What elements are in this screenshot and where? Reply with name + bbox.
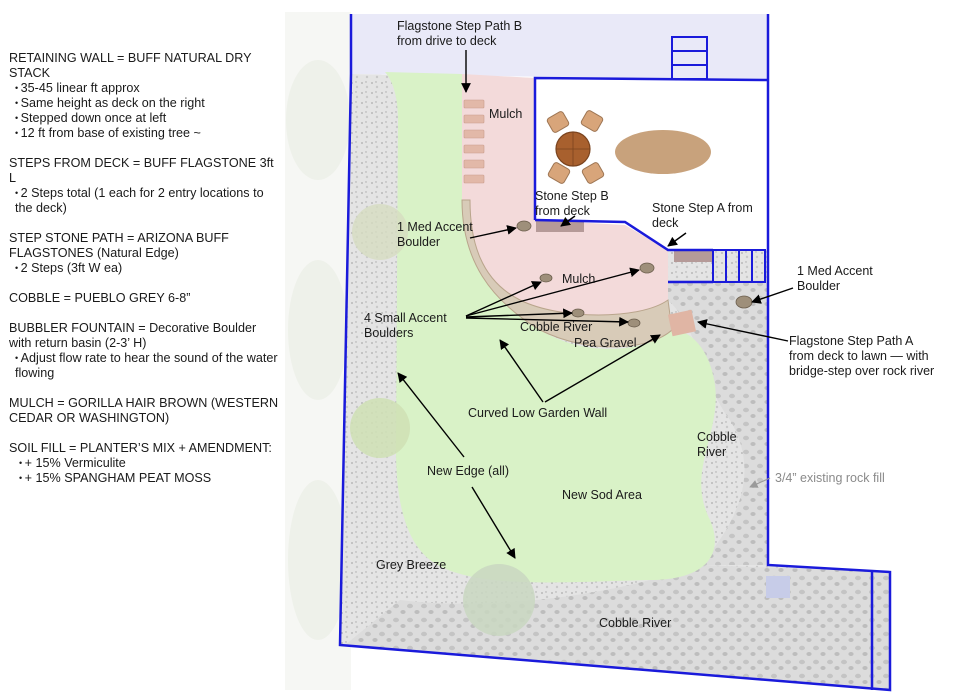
note-item: 12 ft from base of existing tree ~ (9, 126, 281, 141)
note-item: + 15% Vermiculite (9, 456, 281, 471)
label-stone-b-2: from deck (535, 204, 591, 218)
arrow-stone-b (560, 215, 576, 227)
mulch-area (462, 74, 668, 315)
materials-notes: RETAINING WALL = BUFF NATURAL DRY STACK3… (9, 51, 281, 501)
note-block: STEP STONE PATH = ARIZONA BUFF FLAGSTONE… (9, 231, 281, 276)
label-pea-gravel: Pea Gravel (574, 336, 637, 350)
note-title: BUBBLER FOUNTAIN = Decorative Boulder wi… (9, 321, 257, 350)
label-garden-wall: Curved Low Garden Wall (468, 406, 607, 420)
flagstone-path-a (667, 309, 697, 337)
note-title: MULCH = GORILLA HAIR BROWN (WESTERN CEDA… (9, 396, 279, 425)
label-mulch-mid: Mulch (562, 272, 595, 286)
deck-edge (534, 218, 713, 252)
stone-step-a (674, 250, 712, 262)
label-med-boulder-right-2: Boulder (797, 279, 840, 293)
note-item: Stepped down once at left (9, 111, 281, 126)
plan-labels: Flagstone Step Path B from drive to deck… (364, 19, 934, 630)
patio-table-set (546, 110, 605, 184)
cobble-river-right (668, 280, 768, 565)
note-item: Same height as deck on the right (9, 96, 281, 111)
cobble-river-bottom (345, 565, 890, 690)
label-path-a-1: Flagstone Step Path A (789, 334, 914, 348)
small-blue-marker (766, 576, 790, 598)
label-med-boulder-right-1: 1 Med Accent (797, 264, 873, 278)
note-title: COBBLE = PUEBLO GREY 6-8” (9, 291, 191, 305)
arrow-wall-left (499, 339, 544, 403)
note-block: COBBLE = PUEBLO GREY 6-8” (9, 291, 281, 306)
oval-table (615, 130, 711, 174)
arrow-small-boulder-3 (465, 316, 629, 327)
background-trees (285, 12, 351, 690)
label-path-b-1: Flagstone Step Path B (397, 19, 522, 33)
deck-stairs-right (712, 249, 766, 283)
arrow-small-boulder-1 (465, 281, 542, 317)
note-title: STEPS FROM DECK = BUFF FLAGSTONE 3ft L (9, 156, 274, 185)
label-cobble-river-bottom: Cobble River (599, 616, 671, 630)
note-item: 2 Steps total (1 each for 2 entry locati… (9, 186, 281, 216)
note-title: STEP STONE PATH = ARIZONA BUFF FLAGSTONE… (9, 231, 229, 260)
note-item: 2 Steps (3ft W ea) (9, 261, 281, 276)
arrow-rock-fill (749, 477, 771, 488)
note-item: 35-45 linear ft approx (9, 81, 281, 96)
note-block: STEPS FROM DECK = BUFF FLAGSTONE 3ft L2 … (9, 156, 281, 216)
arrow-small-boulder-4 (465, 267, 640, 317)
label-cobble-river-right-1: Cobble (697, 430, 737, 444)
note-item: Adjust flow rate to hear the sound of th… (9, 351, 281, 381)
note-block: RETAINING WALL = BUFF NATURAL DRY STACK3… (9, 51, 281, 141)
stone-step-b (536, 220, 584, 232)
arrow-path-a (697, 319, 789, 342)
label-small-boulders-1: 4 Small Accent (364, 311, 447, 325)
shrubs (350, 204, 535, 636)
label-cobble-river-top: Cobble River (520, 320, 592, 334)
label-rock-fill: 3/4” existing rock fill (775, 471, 885, 485)
arrow-small-boulder-2 (465, 308, 573, 319)
property-line (338, 14, 892, 692)
arrow-stone-a (667, 232, 687, 247)
label-path-a-2: from deck to lawn — with (789, 349, 929, 363)
note-title: RETAINING WALL = BUFF NATURAL DRY STACK (9, 51, 252, 80)
callout-arrows (397, 50, 794, 559)
label-stone-b-1: Stone Step B (535, 189, 609, 203)
label-new-sod: New Sod Area (562, 488, 642, 502)
flagstone-path-b (463, 99, 485, 184)
note-item: + 15% SPANGHAM PEAT MOSS (9, 471, 281, 486)
note-block: SOIL FILL = PLANTER’S MIX + AMENDMENT:+ … (9, 441, 281, 486)
deck-outline (533, 76, 769, 220)
label-med-boulder-left-2: Boulder (397, 235, 440, 249)
note-title: SOIL FILL = PLANTER’S MIX + AMENDMENT: (9, 441, 272, 455)
arrow-edge-up (397, 372, 465, 458)
label-path-a-3: bridge-step over rock river (789, 364, 934, 378)
label-grey-breeze: Grey Breeze (376, 558, 446, 572)
arrow-med-boulder-right (751, 287, 794, 304)
accent-boulders (516, 220, 753, 328)
arrow-wall-right (544, 334, 661, 403)
note-block: BUBBLER FOUNTAIN = Decorative Boulder wi… (9, 321, 281, 381)
label-mulch-top: Mulch (489, 107, 522, 121)
label-stone-a-2: deck (652, 216, 679, 230)
label-small-boulders-2: Boulders (364, 326, 413, 340)
arrow-med-boulder-left (469, 225, 517, 239)
label-path-b-2: from drive to deck (397, 34, 497, 48)
label-med-boulder-left-1: 1 Med Accent (397, 220, 473, 234)
note-block: MULCH = GORILLA HAIR BROWN (WESTERN CEDA… (9, 396, 281, 426)
label-stone-a-1: Stone Step A from (652, 201, 753, 215)
arrow-edge-down (471, 486, 516, 559)
lawn-area (385, 72, 716, 583)
label-cobble-river-right-2: River (697, 445, 726, 459)
drive-area (351, 14, 768, 80)
label-new-edge: New Edge (all) (427, 464, 509, 478)
